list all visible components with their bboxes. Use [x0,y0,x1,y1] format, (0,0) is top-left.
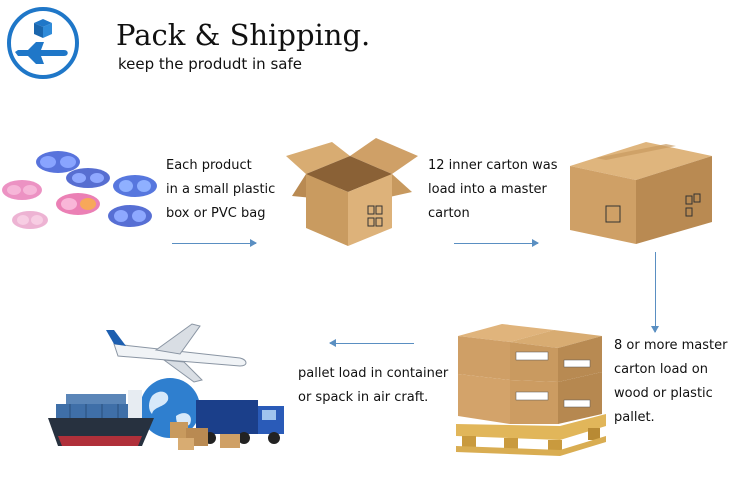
step-4-line-1: pallet load in container [298,366,449,381]
step-1-line-3: box or PVC bag [166,206,266,221]
arrow-step-4-to-5 [329,339,414,347]
swim-goggles-icon [2,151,157,229]
step-2-line-2: load into a master [428,182,547,197]
step-1-line-2: in a small plastic [166,182,276,197]
step-4-line-2: or spack in air craft. [298,390,429,405]
page-title: Pack & Shipping. [116,18,371,52]
step-3-line-3: wood or plastic [614,386,713,401]
transport-icon [48,323,284,450]
step-1-line-1: Each product [166,158,252,173]
step-1-text: Each product in a small plastic box or P… [166,154,275,226]
step-2-text: 12 inner carton was load into a master c… [428,154,558,226]
step-3-line-1: 8 or more master [614,338,728,353]
step-3-text: 8 or more master carton load on wood or … [614,334,727,430]
page-subtitle: keep the produdt in safe [118,55,302,73]
arrow-step-2-to-3 [454,239,539,247]
pallet-icon [456,324,606,456]
shipping-logo-icon [7,7,79,79]
step-3-line-2: carton load on [614,362,708,377]
step-2-line-1: 12 inner carton was [428,158,558,173]
arrow-step-3-to-4 [651,252,659,333]
step-3-line-4: pallet. [614,410,655,425]
step-2-line-3: carton [428,206,470,221]
closed-carton-icon [570,142,712,244]
arrow-step-1-to-2 [172,239,257,247]
open-carton-icon [286,138,418,246]
step-4-text: pallet load in container or spack in air… [298,362,448,410]
